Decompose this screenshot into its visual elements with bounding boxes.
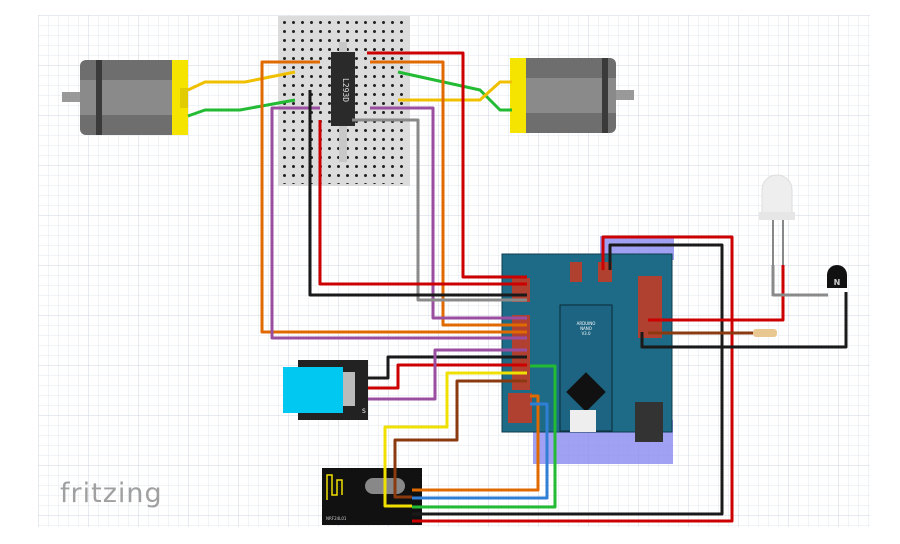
wire-black-1[interactable]	[308, 90, 527, 297]
wires	[187, 51, 848, 523]
nano-label-2: NANO	[580, 326, 592, 331]
wire-red-led[interactable]	[648, 265, 785, 322]
fritzing-logo: fritzing	[60, 478, 163, 509]
nano-label-3: V3.0	[581, 331, 591, 336]
wire-yellow[interactable]	[383, 371, 527, 508]
transistor-label: N	[834, 278, 841, 287]
dc-motor-right[interactable]	[510, 58, 634, 133]
wire-black-transistor[interactable]	[640, 292, 848, 349]
wire-dht-red[interactable]	[368, 363, 527, 390]
wire-red-1[interactable]	[367, 51, 527, 279]
wire-dht-black[interactable]	[368, 355, 527, 380]
wire-orange-1[interactable]	[370, 60, 527, 327]
wire-dht-purple[interactable]	[368, 348, 527, 401]
wire-brown[interactable]	[393, 379, 527, 499]
wire-purple-2[interactable]	[270, 106, 527, 340]
wire-motor-left-yellow[interactable]	[187, 70, 296, 92]
chip-label: L293D	[341, 78, 350, 102]
wire-green[interactable]	[412, 364, 557, 509]
dht-label: S	[362, 408, 366, 415]
nano-label-1: ARDUINO	[577, 321, 596, 326]
wire-black-nrf[interactable]	[412, 243, 724, 516]
npn-transistor[interactable]: N	[827, 265, 847, 288]
wire-gray[interactable]	[352, 118, 527, 302]
wire-motor-left-green[interactable]	[187, 98, 296, 118]
arduino-nano-shield[interactable]: ARDUINO NANO V3.0	[501, 236, 674, 464]
resistor[interactable]	[753, 329, 777, 337]
wire-gray-led[interactable]	[771, 265, 828, 297]
dht-sensor-module[interactable]: S	[283, 360, 368, 420]
nrf-label: NRF24L01	[326, 516, 347, 521]
led[interactable]	[759, 174, 795, 265]
mini-breadboard[interactable]: L293D	[278, 16, 410, 186]
wire-motor-right-green[interactable]	[397, 70, 512, 112]
wire-motor-right-yellow[interactable]	[398, 80, 512, 102]
wire-orange-2[interactable]	[260, 60, 527, 334]
dc-motor-left[interactable]	[62, 60, 188, 135]
wire-red-nrf[interactable]	[412, 235, 734, 523]
wire-blue[interactable]	[412, 402, 549, 500]
wire-purple-1[interactable]	[370, 106, 527, 320]
wire-orange-3[interactable]	[412, 394, 540, 492]
wire-red-2[interactable]	[318, 120, 527, 286]
l293d-chip[interactable]	[331, 52, 355, 126]
